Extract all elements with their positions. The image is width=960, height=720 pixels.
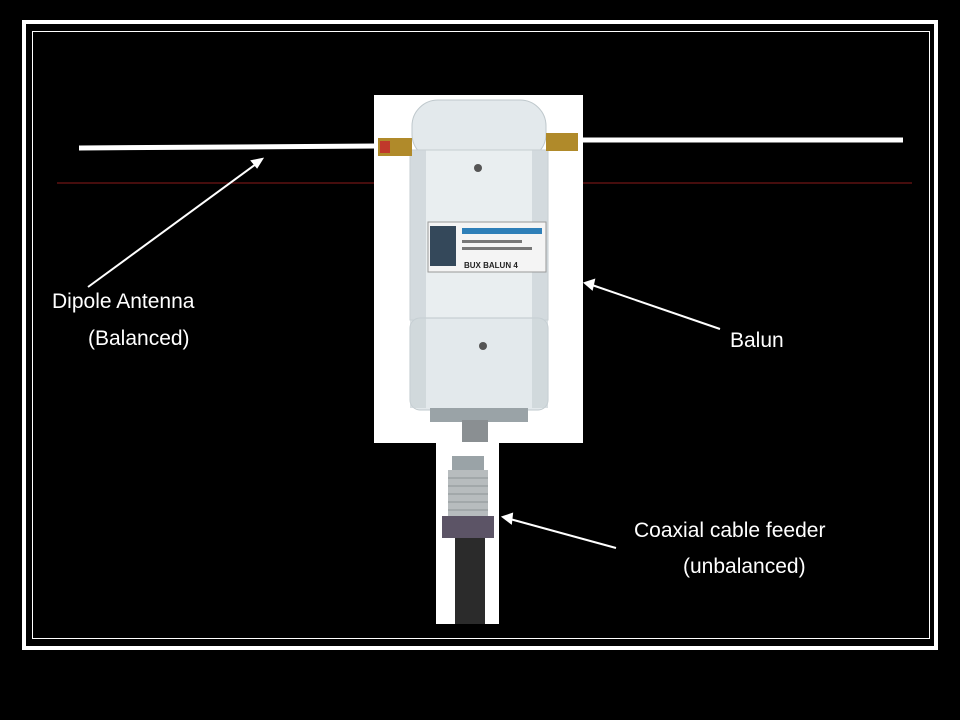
coax-cable-photo	[436, 443, 499, 624]
coax-arrowhead	[500, 512, 514, 525]
dipole-left-element	[78, 143, 377, 151]
slide-frame-outer	[22, 20, 938, 650]
dipole-arrowhead	[250, 157, 265, 169]
balun-pointer-arrow	[591, 284, 721, 330]
dipole-pointer-arrow	[87, 163, 257, 288]
balun-photo: BUX BALUN 4	[374, 95, 583, 443]
dipole-antenna-label: Dipole Antenna	[52, 290, 195, 313]
balun-arrowhead	[583, 278, 596, 291]
coax-feeder-label: Coaxial cable feeder	[634, 519, 826, 542]
slide-frame-inner	[32, 31, 930, 639]
balun-label: Balun	[730, 329, 784, 352]
balanced-label: (Balanced)	[88, 327, 190, 350]
device-model-label: BUX BALUN 4	[464, 261, 518, 270]
coax-pointer-arrow	[509, 518, 617, 549]
unbalanced-label: (unbalanced)	[683, 555, 806, 578]
